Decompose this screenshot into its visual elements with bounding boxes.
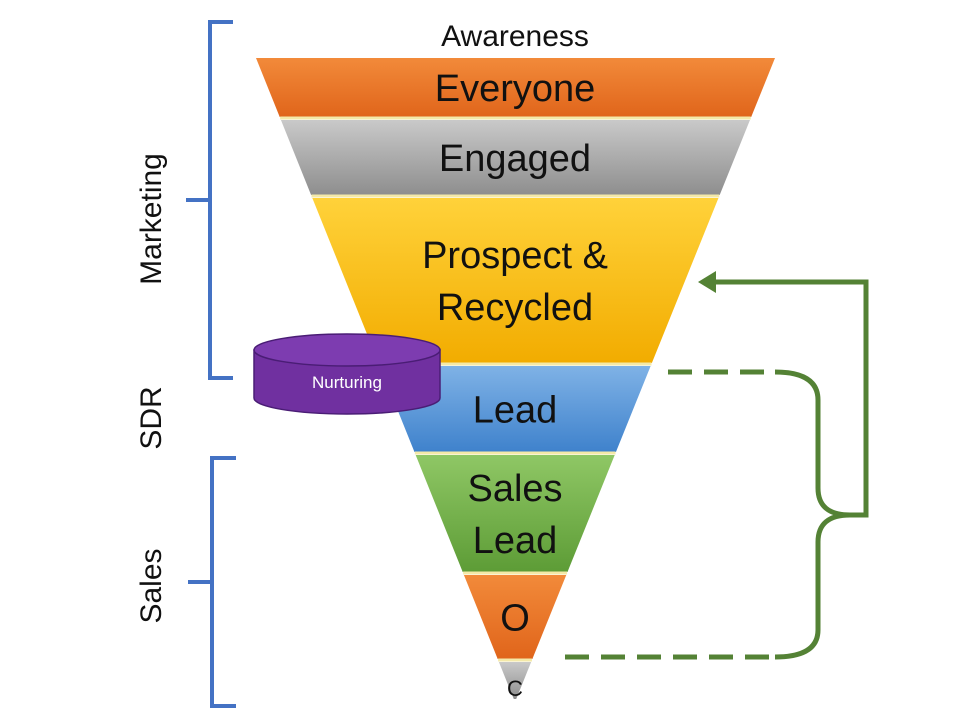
cylinder-top	[253, 333, 441, 367]
funnel-stage-everyone	[256, 58, 775, 117]
marketing-label: Marketing	[135, 153, 168, 285]
right-curly-bracket	[774, 369, 851, 660]
stage-label: O	[500, 597, 530, 639]
arrow-left-icon	[698, 271, 716, 293]
stage-label: Sales	[467, 468, 562, 510]
sales-bracket	[188, 456, 236, 708]
cylinder-body	[253, 349, 441, 415]
nurturing-cylinder: Nurturing	[253, 333, 441, 415]
funnel-stage-engaged	[280, 120, 750, 195]
stage-label: Lead	[473, 520, 558, 562]
stage-label: Recycled	[437, 287, 593, 329]
nurturing-label: Nurturing	[312, 373, 382, 392]
return-arrow-line	[712, 279, 869, 518]
stage-label: Engaged	[439, 138, 591, 180]
marketing-bracket	[186, 20, 233, 380]
stage-label: Everyone	[435, 68, 596, 110]
funnel-stage-lead	[379, 366, 651, 452]
recycle-loop	[565, 271, 869, 660]
funnel-stage-o	[463, 575, 567, 659]
stage-label: Lead	[473, 389, 558, 431]
sales-label: Sales	[135, 548, 168, 623]
funnel-stage-c	[498, 662, 532, 699]
awareness-label: Awareness	[441, 20, 589, 53]
sdr-label: SDR	[135, 386, 168, 449]
stage-label: Prospect &	[422, 235, 608, 277]
funnel-stage-prospect-recycled	[312, 198, 719, 363]
funnel-stage-sales-lead	[415, 455, 615, 572]
stage-label: C	[507, 676, 523, 701]
